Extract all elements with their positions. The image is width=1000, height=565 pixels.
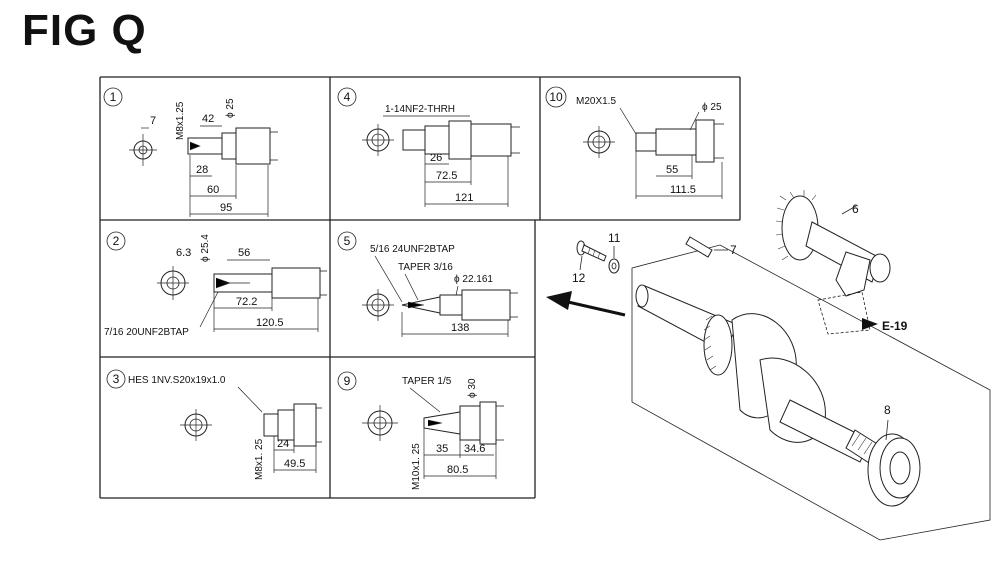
washer bbox=[608, 246, 620, 274]
exploded-parts-view: 8 6 E-19 7 12 bbox=[572, 190, 991, 541]
panel-2-dim-72-2: 72.2 bbox=[236, 296, 257, 308]
panel-5: 5 5/16 24UNF2BTAP TAPER 3/16 ϕ 22.161 13… bbox=[337, 231, 518, 337]
panel-10-dim-111-5: 111.5 bbox=[670, 184, 696, 196]
panel-1-number: 1 bbox=[110, 90, 117, 104]
callout-11: 11 bbox=[608, 231, 621, 245]
panel-1-dim-diameter: ϕ 25 bbox=[225, 98, 236, 118]
panel-3-dim-thread: M8x1. 25 bbox=[254, 438, 265, 480]
panel-2-number: 2 bbox=[113, 234, 120, 248]
panel-4: 4 1-14NF2-THRH 26 72.5 121 bbox=[337, 87, 520, 207]
panel-2-dim-120-5: 120.5 bbox=[256, 317, 284, 329]
panel-4-dim-thread: 1-14NF2-THRH bbox=[385, 104, 455, 115]
panel-9-dim-34-6: 34.6 bbox=[464, 443, 485, 455]
callout-8: 8 bbox=[884, 403, 891, 417]
panel-2: 2 6.3 ϕ 25.4 56 72.2 120.5 7/16 20UNF2BT… bbox=[104, 231, 327, 338]
panel-9-dim-thread: M10x1. 25 bbox=[411, 443, 422, 490]
panel-9: 9 TAPER 1/5 ϕ 30 M10x1. 25 35 34.6 80.5 bbox=[337, 371, 504, 490]
panel-10-number: 10 bbox=[549, 90, 563, 104]
panel-5-dim-138: 138 bbox=[451, 322, 469, 334]
panel-1: 1 7 M8x1.25 42 ϕ 25 28 60 95 bbox=[103, 87, 278, 217]
panel-9-dim-taper: TAPER 1/5 bbox=[402, 376, 452, 387]
reference-marker bbox=[817, 291, 878, 335]
crankshaft-group-outline bbox=[631, 244, 991, 541]
panel-3: 3 HES 1NV.S20x19x1.0 M8x1. 25 24 49.5 bbox=[106, 369, 322, 480]
pointer-arrow bbox=[546, 291, 626, 317]
panel-1-dim-28: 28 bbox=[196, 164, 208, 176]
panel-5-dim-tap: 5/16 24UNF2BTAP bbox=[370, 244, 455, 255]
panel-10-dim-diameter: ϕ 25 bbox=[702, 102, 722, 113]
panel-2-dim-56: 56 bbox=[238, 247, 250, 259]
panel-4-dim-26: 26 bbox=[430, 152, 442, 164]
panel-10-dim-thread: M20X1.5 bbox=[576, 96, 616, 107]
panel-1-dim-95: 95 bbox=[220, 202, 232, 214]
panel-5-dim-diameter: ϕ 22.161 bbox=[454, 274, 493, 285]
panel-1-dim-7: 7 bbox=[150, 115, 156, 127]
panel-2-dim-6-3: 6.3 bbox=[176, 247, 191, 259]
camshaft-gear bbox=[775, 190, 891, 297]
panel-4-number: 4 bbox=[344, 90, 351, 104]
panel-9-dim-diameter: ϕ 30 bbox=[467, 378, 478, 398]
panel-5-dim-taper: TAPER 3/16 bbox=[398, 262, 453, 273]
panel-grid bbox=[99, 76, 741, 499]
callout-12: 12 bbox=[572, 271, 586, 285]
callout-6: 6 bbox=[852, 202, 859, 216]
panel-9-number: 9 bbox=[344, 374, 351, 388]
panel-10-dim-55: 55 bbox=[666, 164, 678, 176]
panel-4-dim-121: 121 bbox=[455, 192, 473, 204]
panel-1-dim-60: 60 bbox=[207, 184, 219, 196]
panel-3-dim-24: 24 bbox=[277, 438, 289, 450]
panel-10: 10 M20X1.5 ϕ 25 55 111.5 bbox=[545, 86, 724, 199]
panel-3-dim-seal: HES 1NV.S20x19x1.0 bbox=[128, 375, 226, 386]
crankshaft bbox=[635, 284, 891, 471]
panel-3-number: 3 bbox=[113, 372, 120, 386]
panel-9-dim-80-5: 80.5 bbox=[447, 464, 468, 476]
panel-5-number: 5 bbox=[344, 234, 351, 248]
panel-3-dim-49-5: 49.5 bbox=[284, 458, 305, 470]
bearing bbox=[867, 419, 921, 507]
panel-2-dim-tap: 7/16 20UNF2BTAP bbox=[104, 327, 189, 338]
panel-4-dim-72-5: 72.5 bbox=[436, 170, 457, 182]
page-title: FIG Q bbox=[22, 6, 147, 55]
callout-7: 7 bbox=[730, 243, 737, 257]
reference-e19: E-19 bbox=[882, 319, 908, 333]
panel-9-dim-35: 35 bbox=[436, 443, 448, 455]
panel-2-dim-diameter: ϕ 25.4 bbox=[200, 234, 211, 262]
panel-1-dim-thread: M8x1.25 bbox=[175, 101, 186, 140]
pin bbox=[685, 236, 728, 258]
bolt bbox=[576, 240, 607, 271]
panel-1-dim-42: 42 bbox=[202, 113, 214, 125]
